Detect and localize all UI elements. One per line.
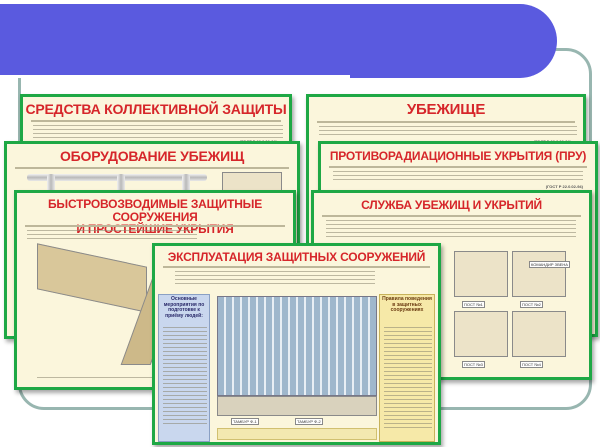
divider [15, 167, 289, 169]
shelter-scene [454, 311, 508, 357]
text-block [163, 327, 207, 427]
poster-title: СЛУЖБА УБЕЖИЩ И УКРЫТИЙ [361, 198, 542, 212]
divider [329, 166, 587, 168]
divider [25, 225, 285, 227]
title-banner [0, 4, 557, 78]
service-label: ПОСТ №4 [520, 361, 543, 368]
service-label: КОМАНДИР ЗВЕНА [529, 261, 570, 268]
service-label: ПОСТ №3 [462, 361, 485, 368]
pipe-illustration [182, 174, 190, 202]
behavior-column: Правила поведения в защитных сооружениях [379, 294, 435, 442]
poster-title-line: БЫСТРОВОЗВОДИМЫЕ ЗАЩИТНЫЕ СООРУЖЕНИЯ [47, 197, 263, 224]
trench-illustration [37, 243, 147, 313]
poster-title: СРЕДСТВА КОЛЛЕКТИВНОЙ ЗАЩИТЫ [25, 101, 287, 117]
column-heading: Правила поведения в защитных сооружениях [382, 296, 432, 313]
text-block [33, 125, 283, 139]
gost-reference: (ГОСТ Р 22.0.02-94) [545, 184, 583, 189]
shelter-scene [512, 251, 566, 297]
footer-note [217, 428, 377, 440]
text-block [175, 271, 375, 285]
divider [317, 121, 575, 123]
shelter-scene [454, 251, 508, 297]
column-heading: Основные мероприятия по подготовке к при… [163, 296, 205, 319]
text-block [326, 220, 576, 238]
poster-title: ПРОТИВОРАДИАЦИОННЫЕ УКРЫТИЯ (ПРУ) [329, 149, 587, 163]
divider [322, 215, 581, 217]
text-block [319, 126, 577, 138]
poster-title: ОБОРУДОВАНИЕ УБЕЖИЩ [59, 148, 245, 164]
divider [163, 266, 430, 268]
vestibule-label: ТАМБУР Ф-1 [231, 418, 259, 425]
poster-operation: ЭКСПЛУАТАЦИЯ ЗАЩИТНЫХ СООРУЖЕНИЙ Основны… [152, 243, 441, 445]
text-block [27, 230, 197, 239]
text-block [333, 171, 583, 181]
building-illustration [217, 296, 377, 396]
vestibule-label: ТАМБУР Ф-2 [295, 418, 323, 425]
banner-underline [0, 75, 350, 78]
text-block [384, 327, 432, 431]
service-label: ПОСТ №2 [520, 301, 543, 308]
shelter-scene [512, 311, 566, 357]
poster-title: ЭКСПЛУАТАЦИЯ ЗАЩИТНЫХ СООРУЖЕНИЙ [167, 250, 426, 264]
divider [31, 120, 281, 122]
basement-illustration [217, 396, 377, 416]
poster-title: УБЕЖИЩЕ [406, 101, 486, 118]
pipe-illustration [117, 174, 125, 202]
caption-text [37, 377, 197, 381]
preparation-column: Основные мероприятия по подготовке к при… [158, 294, 210, 442]
pipe-illustration [47, 174, 55, 202]
service-label: ПОСТ №1 [462, 301, 485, 308]
